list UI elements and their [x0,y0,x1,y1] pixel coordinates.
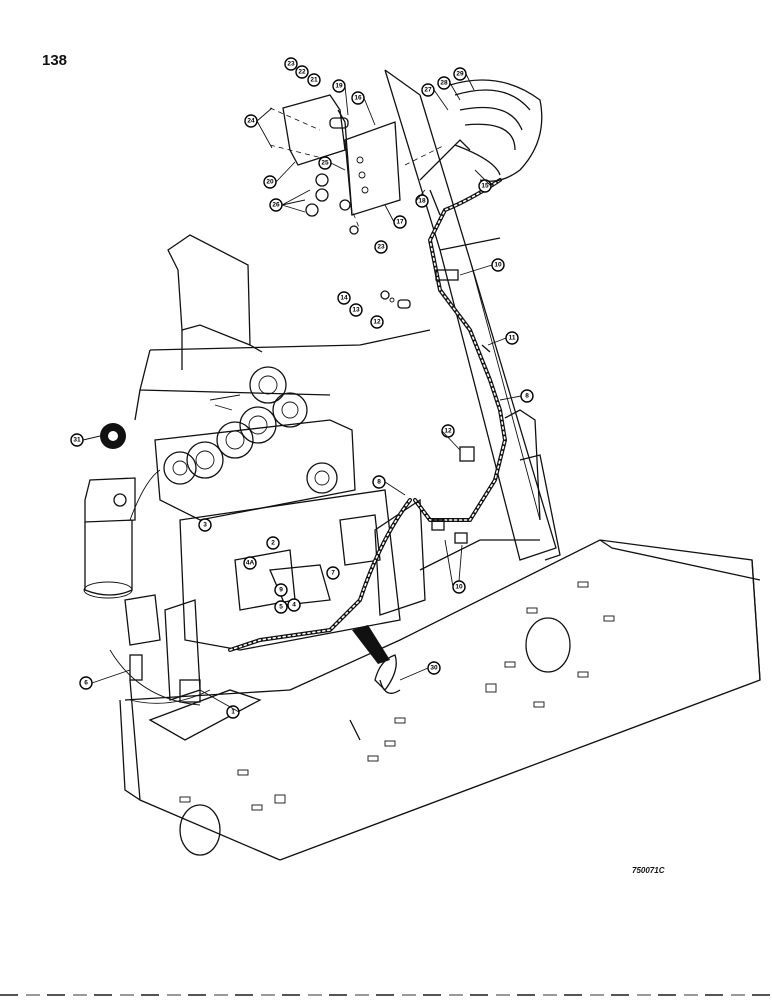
svg-text:8: 8 [377,479,381,486]
callout-13: 13 [349,303,363,317]
svg-text:29: 29 [456,71,464,78]
svg-text:26: 26 [272,202,280,209]
svg-text:12: 12 [373,319,381,326]
callout-10b: 10 [452,580,466,594]
svg-text:20: 20 [266,179,274,186]
callout-30: 30 [427,661,441,675]
svg-text:4A: 4A [246,560,255,567]
svg-text:24: 24 [247,118,255,125]
svg-text:31: 31 [73,437,81,444]
upright-frame [384,69,557,561]
svg-text:19: 19 [335,83,343,90]
footer-rule [0,994,772,996]
leader-lines [82,73,522,713]
clips [100,269,491,703]
callout-12b: 12 [441,424,455,438]
callout-17: 17 [393,215,407,229]
callout-12a: 12 [370,315,384,329]
callout-6: 6 [79,676,93,690]
left-frame [134,234,431,421]
callout-1: 1 [226,705,240,719]
svg-text:10: 10 [455,584,463,591]
svg-text:5: 5 [279,604,283,611]
callout-14: 14 [337,291,351,305]
callout-31: 31 [70,433,84,447]
callout-24: 24 [244,114,258,128]
drawing-code: 750071C [632,866,665,875]
svg-text:4: 4 [292,602,296,609]
callout-10a: 10 [491,258,505,272]
page-number: 138 [42,52,68,69]
svg-text:23: 23 [287,61,295,68]
callout-22: 22 [295,65,309,79]
svg-text:6: 6 [84,680,88,687]
gauge-panel [154,366,356,521]
callout-25: 25 [318,156,332,170]
svg-text:3: 3 [203,522,207,529]
callout-7: 7 [326,566,340,580]
callout-27: 27 [421,83,435,97]
svg-text:11: 11 [509,335,516,342]
side-panel [419,409,561,571]
svg-text:18: 18 [418,198,426,205]
svg-text:27: 27 [424,87,432,94]
callout-5: 5 [274,600,288,614]
svg-text:12: 12 [444,428,452,435]
svg-text:17: 17 [396,219,404,226]
svg-text:7: 7 [331,570,335,577]
callout-19: 19 [332,79,346,93]
svg-text:2: 2 [271,540,275,547]
callout-8a: 8 [520,389,534,403]
svg-text:30: 30 [430,665,438,672]
callout-4: 4 [287,598,301,612]
callout-18: 18 [415,194,429,208]
callout-9: 9 [274,583,288,597]
svg-text:8: 8 [525,393,529,400]
callout-21: 21 [307,73,321,87]
svg-text:9: 9 [279,587,283,594]
callout-28: 28 [437,76,451,90]
svg-text:23: 23 [377,244,385,251]
svg-text:15: 15 [481,183,489,190]
callout-2: 2 [266,536,280,550]
callout-4a: 4A [243,556,257,570]
bolts [179,581,615,811]
svg-text:21: 21 [310,77,318,84]
switch-bracket [269,94,471,235]
callout-8b: 8 [372,475,386,489]
svg-text:10: 10 [494,262,502,269]
svg-text:28: 28 [440,80,448,87]
svg-text:1: 1 [231,709,235,716]
callout-26: 26 [269,198,283,212]
svg-text:22: 22 [298,69,306,76]
callout-29: 29 [453,67,467,81]
svg-text:13: 13 [352,307,360,314]
callout-15: 15 [478,179,492,193]
callout-23a: 23 [284,57,298,71]
svg-text:14: 14 [340,295,348,302]
callout-3: 3 [198,518,212,532]
front-plate [119,539,761,861]
gauge-icon [163,366,338,494]
svg-text:25: 25 [321,160,329,167]
callout-16: 16 [351,91,365,105]
callout-23b: 23 [374,240,388,254]
callout-11: 11 [505,331,519,345]
svg-text:16: 16 [354,95,362,102]
callout-20: 20 [263,175,277,189]
filter-canister [83,477,136,599]
